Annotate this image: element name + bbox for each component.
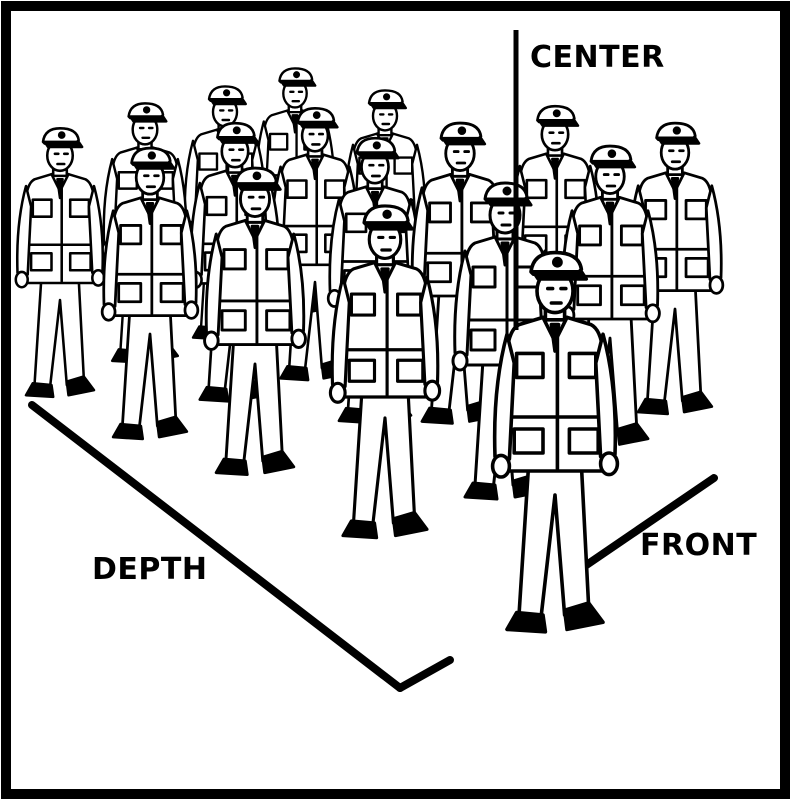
soldier-figure xyxy=(490,250,620,634)
soldier-figure xyxy=(203,166,307,477)
soldier-figure xyxy=(328,204,442,540)
depth-label: DEPTH xyxy=(92,552,208,587)
soldier-figure xyxy=(625,121,725,416)
front-label: FRONT xyxy=(640,528,758,563)
front-edge-right xyxy=(581,474,718,570)
soldier-figure xyxy=(14,127,106,399)
ground-outline xyxy=(28,401,718,692)
center-label: CENTER xyxy=(530,40,665,75)
depth-edge xyxy=(28,401,404,692)
front-edge-left xyxy=(396,656,454,692)
soldier-figure xyxy=(100,146,200,441)
